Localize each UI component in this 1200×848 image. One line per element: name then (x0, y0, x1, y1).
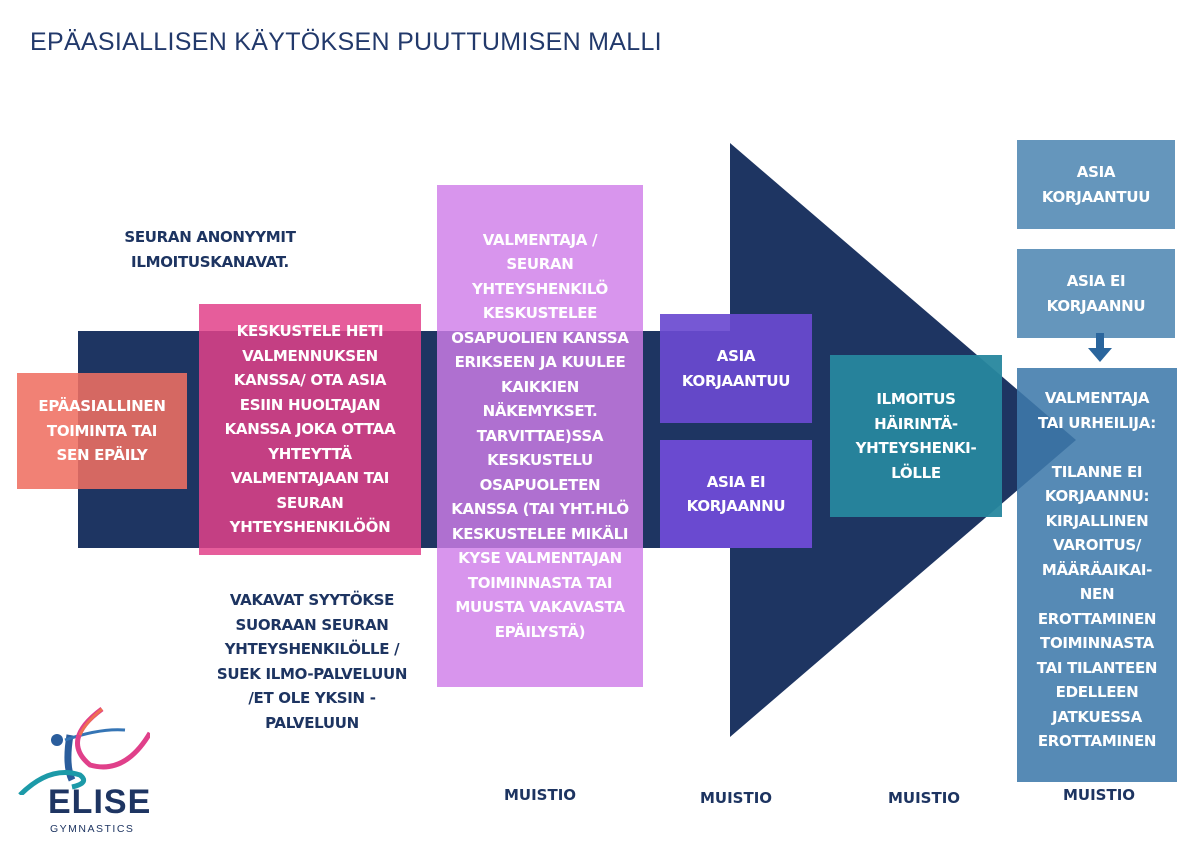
anonymous-channels-text: SEURAN ANONYYMIT ILMOITUSKANAVAT. (124, 228, 296, 271)
gymnast-logo-icon (18, 706, 153, 797)
memo-label: MUISTIO (887, 789, 961, 807)
serious-accusations-text: VAKAVAT SYYTÖKSE SUORAAN SEURAN YHTEYSHE… (216, 591, 408, 732)
memo-label: MUISTIO (699, 789, 773, 807)
outcome-not-resolved: ASIA EI KORJAANNU (660, 440, 812, 548)
outcome-resolved: ASIA KORJAANTUU (660, 314, 812, 423)
step-coach-discussion: VALMENTAJA / SEURAN YHTEYSHENKILÖ KESKUS… (437, 185, 643, 687)
elise-gymnastics-logo: ELISE GYMNASTICS (10, 695, 153, 845)
step-inappropriate-behavior: EPÄASIALLINEN TOIMINTA TAI SEN EPÄILY (17, 373, 187, 489)
logo-name: ELISE (48, 783, 152, 821)
step-report-harassment-contact: ILMOITUS HÄIRINTÄ- YHTEYSHENKI- LÖLLE (830, 355, 1002, 517)
page-title: EPÄASIALLISEN KÄYTÖKSEN PUUTTUMISEN MALL… (30, 28, 662, 56)
memo-label: MUISTIO (503, 786, 577, 804)
arrow-down-icon (1088, 333, 1112, 362)
final-resolved: ASIA KORJAANTUU (1017, 140, 1175, 229)
final-not-resolved: ASIA EI KORJAANNU (1017, 249, 1175, 338)
logo-subtitle: GYMNASTICS (50, 823, 135, 835)
step-discuss-with-coaching: KESKUSTELE HETI VALMENNUKSEN KANSSA/ OTA… (199, 304, 421, 555)
memo-label: MUISTIO (1062, 786, 1136, 804)
final-consequences: VALMENTAJA TAI URHEILIJA: TILANNE EI KOR… (1017, 368, 1177, 782)
